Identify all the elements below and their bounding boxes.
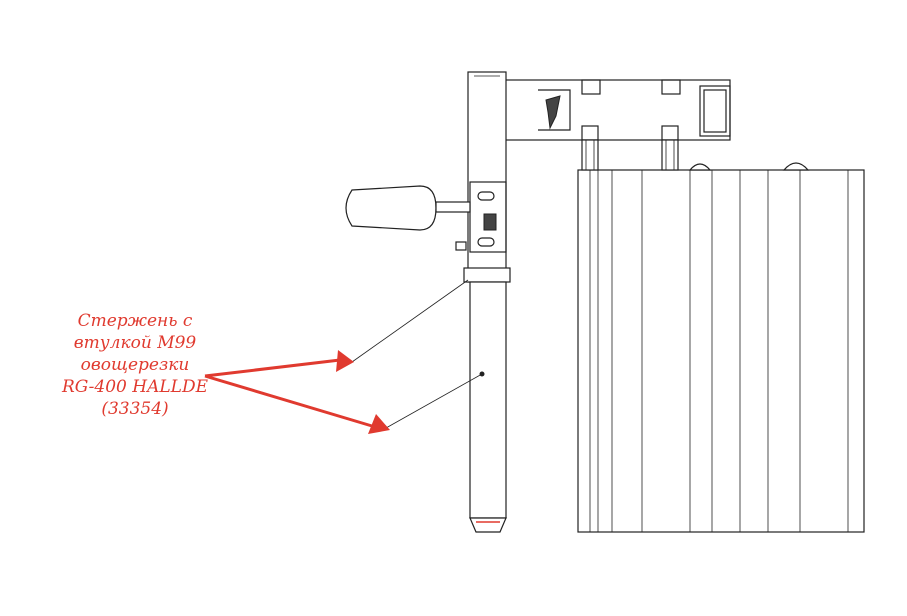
caption-line-3: овощерезки [80,355,190,375]
leader-lines [204,279,483,434]
rod-with-bushing [463,71,511,533]
handle [345,185,471,231]
part-caption: Стержень с втулкой М99 овощерезки RG-400… [30,310,240,420]
clamp-block [455,181,507,253]
feed-tube-body [577,162,865,533]
arm-supports [581,139,679,171]
caption-line-4: RG-400 HALLDE [61,377,208,397]
caption-line-1: Стержень с [77,311,193,331]
top-arm [504,79,731,141]
caption-line-5: (33354) [101,399,169,419]
caption-line-2: втулкой М99 [73,333,197,353]
